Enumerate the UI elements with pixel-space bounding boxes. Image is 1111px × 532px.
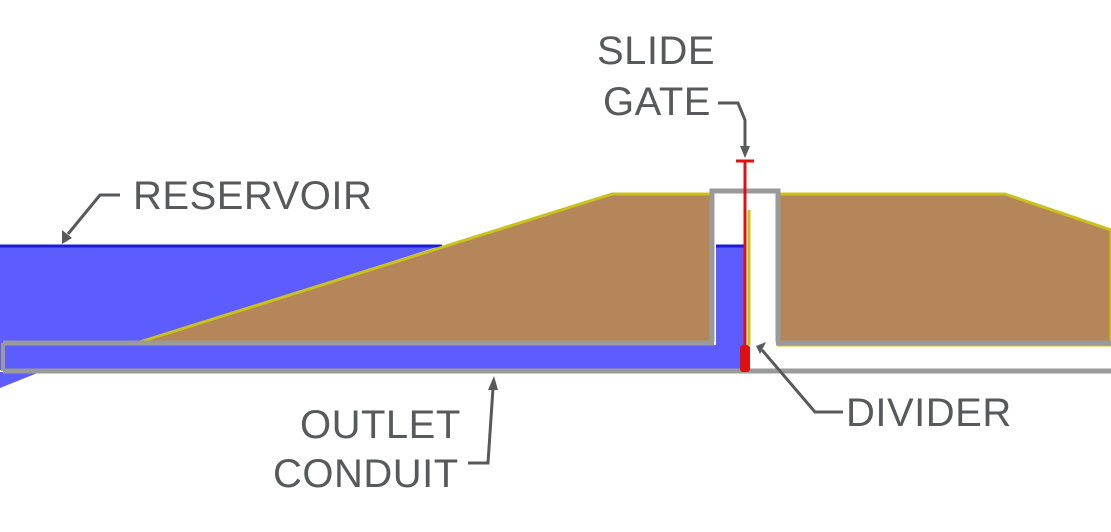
leader-lines bbox=[62, 101, 843, 465]
slide-gate-label-line2: GATE bbox=[603, 80, 711, 124]
slide-gate-leader bbox=[718, 101, 747, 148]
slide-gate bbox=[736, 159, 754, 372]
outlet-conduit-label-line2: CONDUIT bbox=[273, 452, 459, 496]
divider-leader bbox=[760, 349, 843, 414]
reservoir-water-lower bbox=[0, 372, 40, 388]
reservoir-water bbox=[0, 246, 440, 345]
outlet-conduit-water bbox=[0, 345, 744, 370]
reservoir-leader bbox=[66, 193, 120, 235]
riser-water bbox=[716, 246, 744, 348]
reservoir-label: RESERVOIR bbox=[133, 174, 372, 218]
outlet-conduit-label-line1: OUTLET bbox=[300, 403, 461, 447]
embankment-downstream bbox=[776, 192, 1111, 347]
outlet-conduit-leader bbox=[468, 387, 495, 465]
divider-label: DIVIDER bbox=[846, 391, 1012, 435]
slide-gate-label-line1: SLIDE bbox=[597, 29, 715, 73]
